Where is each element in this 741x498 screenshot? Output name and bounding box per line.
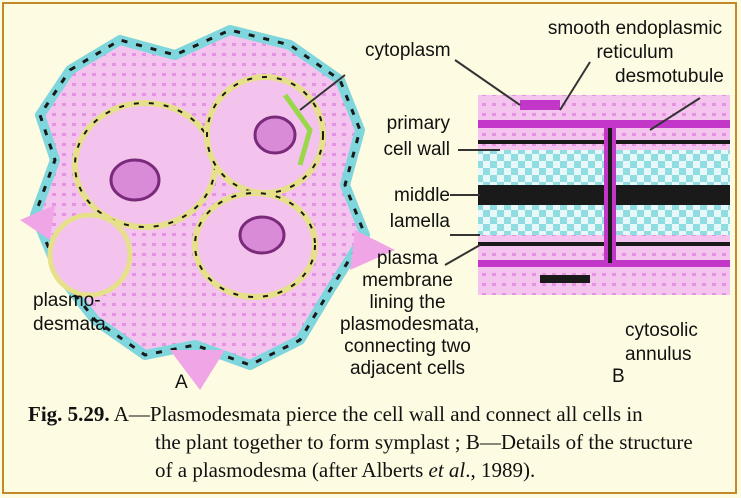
label-panel-a: A xyxy=(175,372,188,394)
panel-a-cells xyxy=(20,30,395,390)
label-ser-line2: reticulum xyxy=(535,42,735,64)
caption-line3-em: et al xyxy=(429,458,466,482)
panel-b-section xyxy=(478,95,730,295)
label-plasma-2: membrane xyxy=(340,270,475,292)
label-middle-2: lamella xyxy=(360,211,450,233)
label-cytoplasm: cytoplasm xyxy=(365,40,451,62)
label-primary-2: cell wall xyxy=(360,139,450,161)
label-plasmodesmata-1: plasmo- xyxy=(33,290,101,312)
label-ser-line1: smooth endoplasmic xyxy=(535,18,735,40)
label-middle-1: middle xyxy=(360,185,450,207)
label-plasma-5: connecting two xyxy=(340,336,475,358)
label-primary-1: primary xyxy=(360,113,450,135)
caption-fig-label: Fig. 5.29. xyxy=(28,402,110,426)
label-desmotubule: desmotubule xyxy=(615,66,724,88)
caption-line2: the plant together to form symplast ; B—… xyxy=(28,428,728,456)
label-plasma-1: plasma xyxy=(340,248,475,270)
figure-caption: Fig. 5.29. A—Plasmodesmata pierce the ce… xyxy=(28,400,728,484)
caption-line1: A—Plasmodesmata pierce the cell wall and… xyxy=(110,402,643,426)
label-plasma-6: adjacent cells xyxy=(340,358,475,380)
caption-line3-post: ., 1989). xyxy=(465,458,535,482)
label-cytosolic-1: cytosolic xyxy=(625,320,698,342)
caption-line3-pre: of a plasmodesma (after Alberts xyxy=(155,458,429,482)
label-plasma-4: plasmodesmata, xyxy=(340,314,475,336)
label-plasma-3: lining the xyxy=(340,292,475,314)
label-plasmodesmata-2: desmata xyxy=(33,314,106,336)
label-panel-b: B xyxy=(612,366,625,388)
label-cytosolic-2: annulus xyxy=(625,344,692,366)
